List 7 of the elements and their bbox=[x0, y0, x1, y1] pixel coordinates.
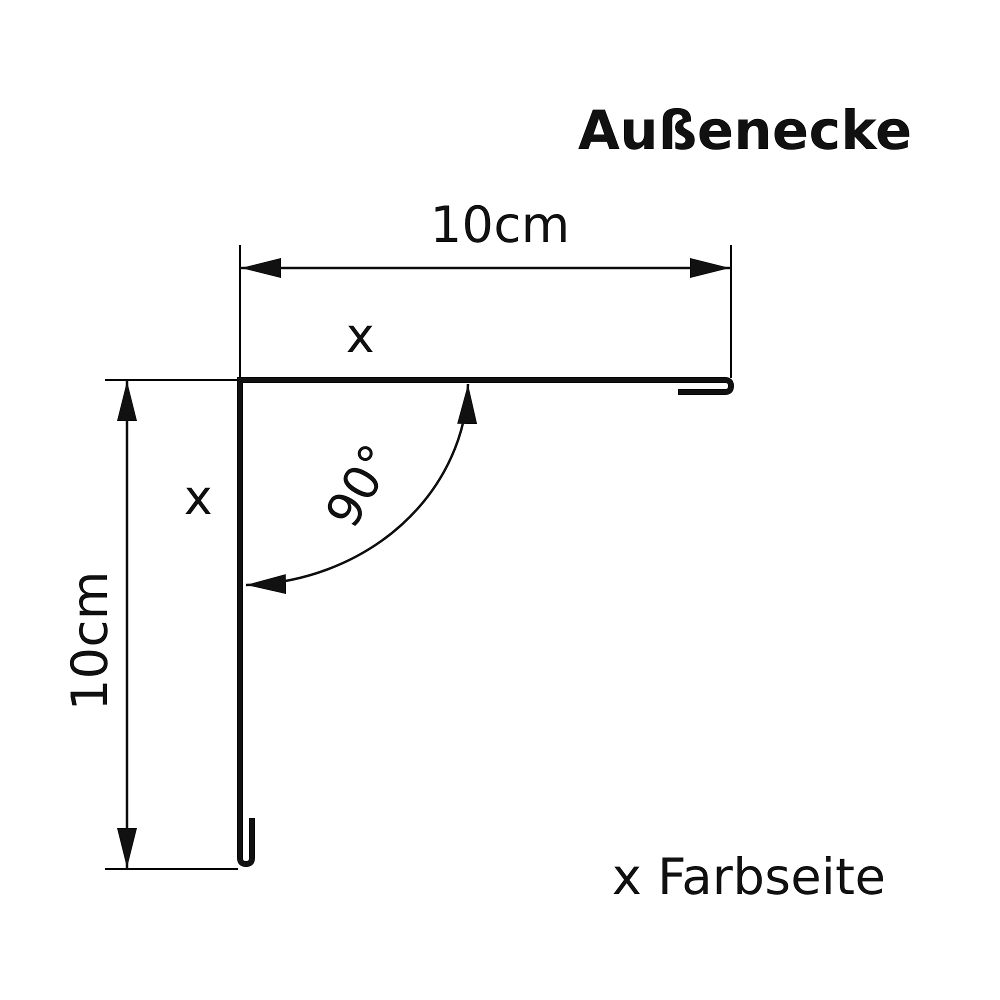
angle-label: 90° bbox=[318, 437, 403, 535]
title: Außenecke bbox=[578, 104, 912, 158]
side-mark: x bbox=[184, 474, 212, 522]
note-text: x Farbseite bbox=[612, 852, 886, 902]
dimension-label: 10cm bbox=[430, 200, 570, 250]
side-mark: x bbox=[346, 312, 374, 360]
dimension-label: 10cm bbox=[64, 571, 115, 711]
